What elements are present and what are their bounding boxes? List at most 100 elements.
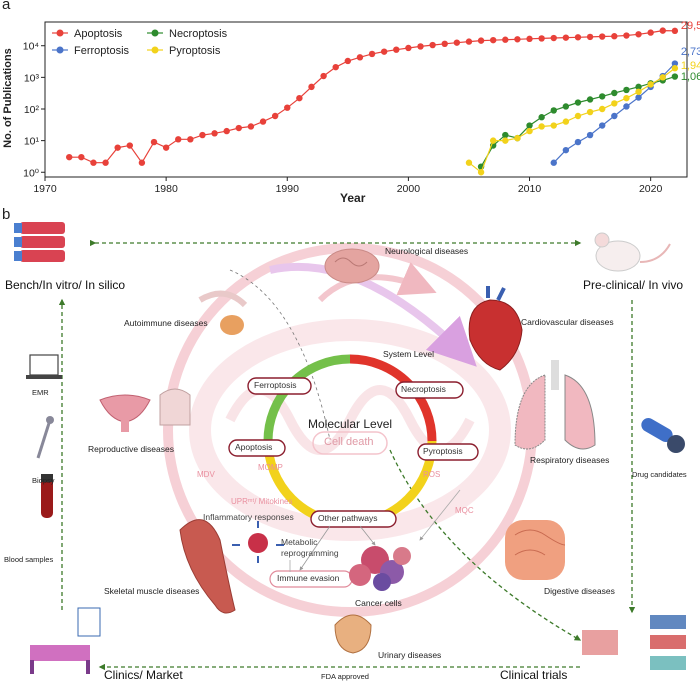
x-tick-label: 2010 xyxy=(518,183,542,195)
label-preclinical: Pre-clinical/ In vivo xyxy=(583,278,684,292)
x-tick-label: 2000 xyxy=(397,183,421,195)
data-point-apoptosis xyxy=(453,39,461,46)
data-point-pyroptosis xyxy=(550,122,557,129)
data-point-ferroptosis xyxy=(599,122,606,129)
data-point-necroptosis xyxy=(635,83,642,91)
data-point-ferroptosis xyxy=(623,103,630,110)
data-point-pyroptosis xyxy=(526,127,533,135)
data-point-apoptosis xyxy=(296,94,303,102)
y-tick-label: 10³ xyxy=(24,72,40,84)
end-label-pyroptosis: 1,944 xyxy=(681,60,700,72)
data-point-apoptosis xyxy=(368,50,376,58)
system-level-arrow xyxy=(269,263,477,367)
data-point-pyroptosis xyxy=(671,65,679,72)
legend-label: Pyroptosis xyxy=(169,45,221,57)
label-neurological: Neurological diseases xyxy=(385,246,469,256)
label-mdv: MDV xyxy=(197,470,215,479)
label-reproductive: Reproductive diseases xyxy=(88,444,174,454)
pathway-immune-evasion: Immune evasion xyxy=(277,573,340,583)
panel-label-a: a xyxy=(2,0,11,13)
data-point-apoptosis xyxy=(380,48,388,55)
label-urinary: Urinary diseases xyxy=(378,650,442,660)
data-point-apoptosis xyxy=(393,46,400,53)
data-point-apoptosis xyxy=(635,31,642,38)
legend-marker xyxy=(56,46,64,54)
data-point-apoptosis xyxy=(211,130,218,137)
cell-death-box xyxy=(312,431,388,455)
label-blood-samples: Blood samples xyxy=(4,555,54,564)
data-point-apoptosis xyxy=(477,37,485,44)
series-line-pyroptosis xyxy=(468,67,676,174)
data-point-apoptosis xyxy=(465,38,473,45)
data-point-necroptosis xyxy=(671,73,679,80)
pathway-ferroptosis: Ferroptosis xyxy=(254,380,297,390)
data-point-apoptosis xyxy=(659,27,666,34)
data-point-apoptosis xyxy=(550,34,557,42)
data-point-ferroptosis xyxy=(611,112,618,120)
laptop-icon xyxy=(26,354,62,379)
heart-icon xyxy=(468,286,523,371)
label-cell-death: Cell death xyxy=(324,436,374,448)
data-point-necroptosis xyxy=(550,107,557,114)
data-point-necroptosis xyxy=(562,103,570,110)
data-point-ferroptosis xyxy=(562,146,570,154)
legend-label: Necroptosis xyxy=(169,28,228,40)
data-point-necroptosis xyxy=(599,93,606,100)
data-point-apoptosis xyxy=(78,153,85,161)
label-skeletal: Skeletal muscle diseases xyxy=(104,586,200,596)
data-point-pyroptosis xyxy=(623,94,630,102)
data-point-apoptosis xyxy=(284,104,291,111)
data-point-necroptosis xyxy=(574,99,582,106)
pathway-other: Other pathways xyxy=(318,513,378,523)
blood-tube-icon xyxy=(41,474,53,518)
legend-label: Ferroptosis xyxy=(74,45,130,57)
data-point-pyroptosis xyxy=(489,137,497,144)
series-layer xyxy=(66,27,679,176)
data-point-apoptosis xyxy=(417,43,424,50)
y-tick-label: 10⁰ xyxy=(23,167,40,179)
data-point-ferroptosis xyxy=(550,159,557,166)
data-point-necroptosis xyxy=(538,114,545,121)
x-tick-label: 1970 xyxy=(33,183,57,195)
data-point-necroptosis xyxy=(502,131,509,139)
legend-marker xyxy=(56,29,64,37)
data-point-pyroptosis xyxy=(562,118,570,125)
x-tick-label: 1980 xyxy=(154,183,178,195)
data-point-pyroptosis xyxy=(514,134,521,142)
data-point-apoptosis xyxy=(138,159,146,166)
data-point-apoptosis xyxy=(562,34,570,41)
data-point-apoptosis xyxy=(405,44,412,52)
data-point-apoptosis xyxy=(647,29,654,36)
data-point-apoptosis xyxy=(150,138,158,146)
data-point-pyroptosis xyxy=(586,108,594,116)
data-point-pyroptosis xyxy=(659,74,666,81)
data-point-apoptosis xyxy=(344,57,352,65)
hospital-bed-icon xyxy=(30,607,101,674)
intestines-icon xyxy=(505,520,566,580)
label-emr: EMR xyxy=(32,388,49,397)
brain-icon xyxy=(324,248,380,284)
data-point-apoptosis xyxy=(586,33,594,41)
data-point-apoptosis xyxy=(90,159,97,166)
data-point-apoptosis xyxy=(502,36,509,43)
label-respiratory: Respiratory diseases xyxy=(530,455,610,465)
data-point-apoptosis xyxy=(671,27,679,35)
label-autoimmune: Autoimmune diseases xyxy=(124,318,208,328)
pathway-pyroptosis: Pyroptosis xyxy=(423,446,463,456)
y-tick-label: 10⁴ xyxy=(23,41,39,53)
data-point-pyroptosis xyxy=(647,81,654,88)
data-point-apoptosis xyxy=(271,112,279,120)
data-point-apoptosis xyxy=(102,159,109,166)
data-point-apoptosis xyxy=(356,54,364,61)
data-point-apoptosis xyxy=(187,136,194,143)
label-ros: ROS xyxy=(423,470,441,479)
label-momp: MOMP xyxy=(258,463,283,472)
end-label-necroptosis: 1,060 xyxy=(681,71,700,83)
x-tick-label: 2020 xyxy=(639,183,663,195)
drug-capsule-icon xyxy=(641,418,685,453)
data-point-apoptosis xyxy=(623,32,630,39)
immune-cell-icon xyxy=(232,521,284,563)
data-point-ferroptosis xyxy=(586,131,594,139)
label-uprmt: UPRᵐᵗ/ Mitokines xyxy=(231,497,293,506)
